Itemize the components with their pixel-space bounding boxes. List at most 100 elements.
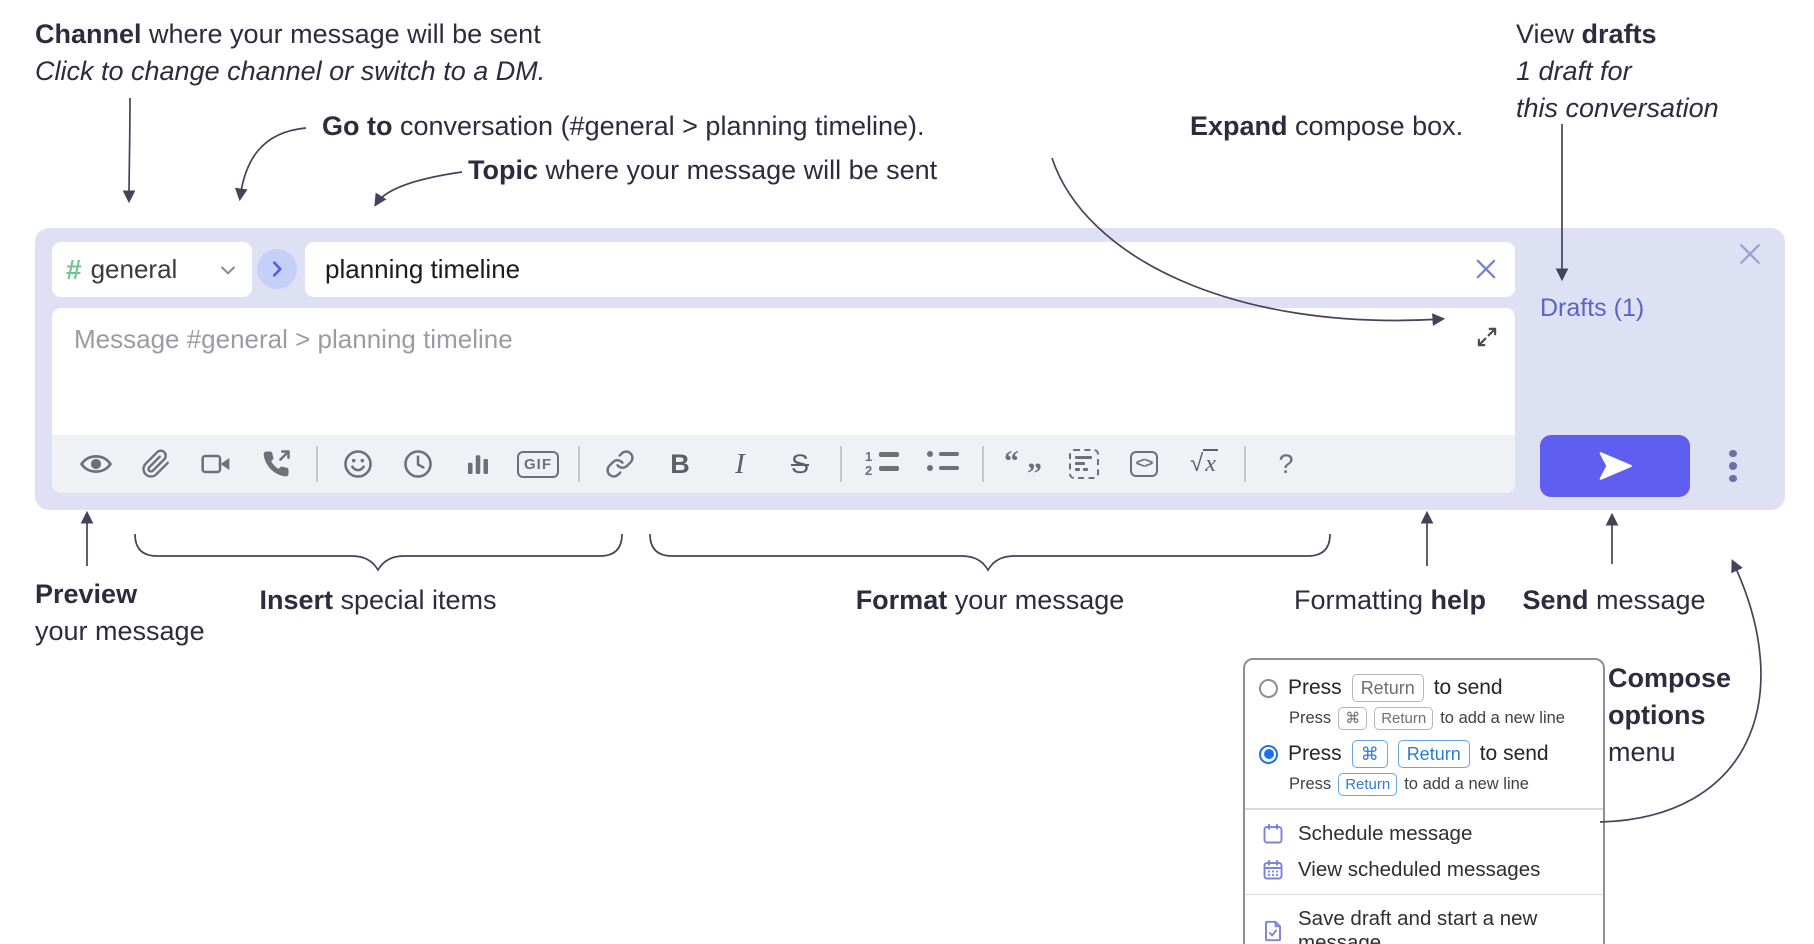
menu-item-save-draft[interactable]: Save draft and start a new message <box>1245 901 1603 944</box>
annotation-send-bold: Send <box>1522 585 1589 615</box>
topic-input[interactable] <box>305 242 1515 297</box>
return-keycap: Return <box>1351 674 1424 702</box>
topic-clear-button[interactable] <box>1471 255 1501 285</box>
popup-divider <box>1245 893 1603 895</box>
menu-item-view-scheduled[interactable]: View scheduled messages <box>1245 852 1603 888</box>
annotation-compose-options-line2: options <box>1608 700 1706 730</box>
compose-box: # general <box>35 228 1785 510</box>
question-mark-icon: ? <box>1278 448 1294 479</box>
annotation-go-to: Go to conversation (#general > planning … <box>322 108 925 145</box>
annotation-topic: Topic where your message will be sent <box>468 152 937 189</box>
toolbar-divider <box>840 446 842 482</box>
go-to-conversation-button[interactable] <box>257 249 297 289</box>
annotation-send-rest: message <box>1588 585 1706 615</box>
paperclip-icon <box>142 449 169 478</box>
message-input[interactable] <box>52 308 1515 435</box>
annotation-preview-bold: Preview <box>35 579 138 609</box>
annotation-go-to-bold: Go to <box>322 111 393 141</box>
gif-icon: GIF <box>517 450 559 478</box>
strikethrough-icon: S <box>790 448 809 479</box>
menu-item-label: Save draft and start a new message <box>1298 907 1538 944</box>
option-cmd-return-to-send[interactable]: Press ⌘ Return to send <box>1245 736 1603 772</box>
channel-hash-icon: # <box>66 253 82 285</box>
return-keycap: Return <box>1397 740 1470 768</box>
bold-button[interactable]: B <box>657 441 703 487</box>
option-cmd-return-subtext: Press Return to add a new line <box>1245 772 1603 802</box>
option-return-to-send[interactable]: Press Return to send <box>1245 670 1603 706</box>
channel-selector[interactable]: # general <box>52 242 252 297</box>
return-keycap: Return <box>1374 707 1434 730</box>
schedule-time-button[interactable] <box>395 441 441 487</box>
toolbar-divider <box>982 446 984 482</box>
send-button[interactable] <box>1540 435 1690 497</box>
compose-options-menu-button[interactable] <box>1713 441 1753 491</box>
option-return-subtext: Press ⌘ Return to add a new line <box>1245 706 1603 736</box>
math-icon: √x <box>1190 449 1218 477</box>
annotation-view-drafts-line3: this conversation <box>1516 93 1719 123</box>
chevron-right-icon <box>272 261 282 277</box>
toolbar-divider <box>316 446 318 482</box>
menu-item-schedule-message[interactable]: Schedule message <box>1245 816 1603 852</box>
brace-format <box>649 533 1331 572</box>
expand-compose-button[interactable] <box>1471 322 1503 354</box>
annotation-format: Format your message <box>790 582 1190 619</box>
annotation-expand-bold: Expand <box>1190 111 1288 141</box>
eye-icon <box>79 455 113 473</box>
numbered-list-digit: 1 <box>865 449 873 464</box>
menu-item-label: Schedule message <box>1298 821 1473 845</box>
gif-button[interactable]: GIF <box>515 441 561 487</box>
annotation-format-bold: Format <box>855 585 948 615</box>
toolbar-divider <box>1244 446 1246 482</box>
drafts-link[interactable]: Drafts (1) <box>1540 294 1645 322</box>
annotation-topic-rest: where your message will be sent <box>538 155 938 185</box>
phone-outgoing-icon <box>263 450 290 477</box>
annotation-insert-bold: Insert <box>259 585 333 615</box>
math-button[interactable]: √x <box>1181 441 1227 487</box>
annotation-go-to-rest: conversation (#general > planning timeli… <box>392 111 925 141</box>
close-compose-button[interactable] <box>1733 238 1767 272</box>
radio-unselected-icon[interactable] <box>1259 678 1278 698</box>
menu-item-label: View scheduled messages <box>1298 857 1541 881</box>
spoiler-button[interactable] <box>1061 441 1107 487</box>
return-keycap: Return <box>1338 773 1398 796</box>
preview-button[interactable] <box>73 441 119 487</box>
arrow-go-to <box>234 127 307 202</box>
link-icon <box>606 450 634 478</box>
annotation-view-drafts-bold: drafts <box>1581 19 1657 49</box>
annotation-send: Send message <box>1494 582 1734 619</box>
bulleted-list-icon <box>925 449 959 479</box>
annotation-insert: Insert special items <box>178 582 578 619</box>
attach-file-button[interactable] <box>133 441 179 487</box>
radio-selected-icon[interactable] <box>1259 744 1278 764</box>
compose-toolbar: GIF B I S 1 2 <box>52 435 1515 493</box>
option-text: Press <box>1288 742 1342 765</box>
annotation-channel-line2: Click to change channel or switch to a D… <box>35 56 546 86</box>
annotation-view-drafts: View drafts 1 draft for this conversatio… <box>1516 16 1719 127</box>
cmd-keycap: ⌘ <box>1351 740 1388 768</box>
video-camera-icon <box>201 454 230 474</box>
quote-icon: “ ” <box>1004 445 1042 490</box>
quote-button[interactable]: “ ” <box>1001 441 1047 490</box>
message-compose-area: GIF B I S 1 2 <box>52 308 1515 493</box>
emoji-button[interactable] <box>335 441 381 487</box>
send-icon <box>1599 452 1632 480</box>
annotation-view-drafts-pre: View <box>1516 19 1582 49</box>
link-button[interactable] <box>597 441 643 487</box>
code-button[interactable]: <> <box>1121 441 1167 487</box>
annotation-channel-rest: where your message will be sent <box>141 19 541 49</box>
dot-icon <box>1729 449 1737 458</box>
voice-call-button[interactable] <box>253 441 299 487</box>
strikethrough-button[interactable]: S <box>777 441 823 487</box>
annotation-format-rest: your message <box>947 585 1125 615</box>
chevron-down-icon <box>221 266 235 274</box>
formatting-help-button[interactable]: ? <box>1263 441 1309 487</box>
poll-button[interactable] <box>455 441 501 487</box>
channel-name: general <box>90 254 178 284</box>
annotation-topic-bold: Topic <box>468 155 538 185</box>
bulleted-list-button[interactable] <box>919 441 965 487</box>
video-call-button[interactable] <box>193 441 239 487</box>
popup-divider <box>1245 808 1603 810</box>
option-text: to send <box>1433 676 1503 699</box>
numbered-list-button[interactable]: 1 2 <box>859 441 905 487</box>
italic-button[interactable]: I <box>717 441 763 487</box>
